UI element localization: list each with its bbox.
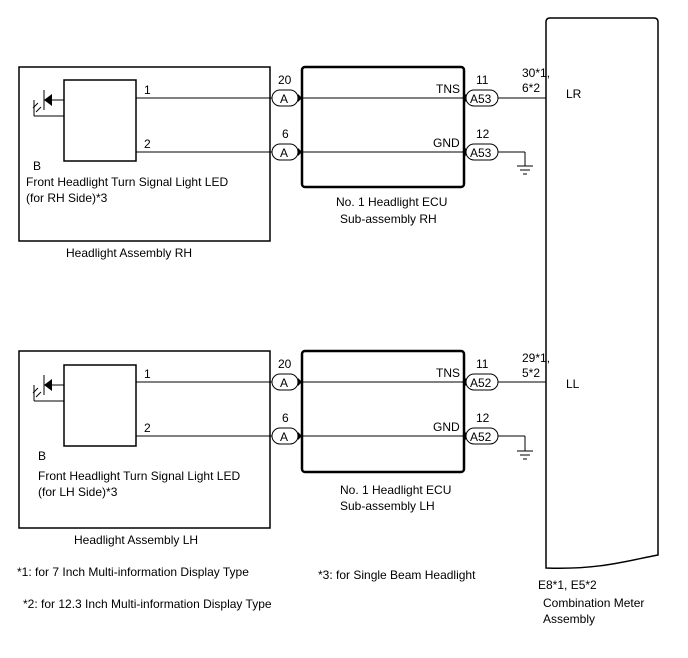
meter-pin-line-2: 5*2 <box>522 366 540 380</box>
led-label-line-1: Front Headlight Turn Signal Light LED <box>38 469 240 483</box>
ground-icon <box>498 435 533 460</box>
ecu-out-pin-11-label: 11 <box>476 73 489 87</box>
connector-out-label: A53 <box>470 92 492 106</box>
ecu-out-pin-11-label: 11 <box>476 357 489 371</box>
connector-a-label: A <box>280 376 288 390</box>
headlight-assembly-lh-box <box>18 350 271 529</box>
led-icon <box>32 90 64 117</box>
headlight-ecu-lh-box <box>300 349 466 474</box>
meter-pin-line-1: 30*1, <box>522 66 550 80</box>
ground-icon <box>498 151 533 175</box>
meter-pin-line-2: 6*2 <box>522 81 540 95</box>
led-module-rh <box>63 79 137 162</box>
led-label-line-2: (for LH Side)*3 <box>38 485 118 499</box>
conn-a-pin-6-label: 6 <box>282 411 289 425</box>
led-icon <box>32 375 64 402</box>
pin-2-label: 2 <box>144 421 151 435</box>
meter-name-line-2: Assembly <box>543 612 595 626</box>
footnote-3: *3: for Single Beam Headlight <box>318 568 476 582</box>
conn-a-pin-6-label: 6 <box>282 127 289 141</box>
pin-2-label: 2 <box>144 137 151 151</box>
ecu-out-pin-12-label: 12 <box>476 411 490 425</box>
combination-meter-box <box>545 17 659 570</box>
connector-out-label: A52 <box>470 376 492 390</box>
rh-section: 1 2 A 20 A 6 TNS GND A53 11 A53 12 30*1,… <box>18 65 582 260</box>
headlight-ecu-rh-box <box>300 65 466 189</box>
connector-a-label: A <box>280 146 288 160</box>
tns-label: TNS <box>436 82 460 96</box>
connector-a-label: A <box>280 430 288 444</box>
meter-terminal-ll: LL <box>566 377 580 391</box>
connector-out-label: A52 <box>470 430 492 444</box>
ecu-label-line-2: Sub-assembly LH <box>340 499 435 513</box>
gnd-label: GND <box>433 136 460 150</box>
footnote-2: *2: for 12.3 Inch Multi-information Disp… <box>23 597 272 611</box>
connector-a-label: A <box>280 92 288 106</box>
lh-section: 1 2 A 20 A 6 TNS GND A52 11 A52 12 29*1,… <box>18 349 580 547</box>
ecu-label-line-1: No. 1 Headlight ECU <box>340 483 451 497</box>
ecu-label-line-1: No. 1 Headlight ECU <box>336 195 447 209</box>
connector-out-label: A53 <box>470 146 492 160</box>
b-label: B <box>33 159 41 173</box>
conn-a-pin-20-label: 20 <box>278 73 292 87</box>
ecu-label-line-2: Sub-assembly RH <box>340 212 437 226</box>
pin-1-label: 1 <box>144 83 151 97</box>
ecu-out-pin-12-label: 12 <box>476 127 490 141</box>
led-label-line-1: Front Headlight Turn Signal Light LED <box>26 175 228 189</box>
meter-connector-label: E8*1, E5*2 <box>538 578 597 592</box>
tns-label: TNS <box>436 366 460 380</box>
meter-pin-line-1: 29*1, <box>522 351 550 365</box>
meter-name-line-1: Combination Meter <box>543 596 644 610</box>
headlight-assembly-label: Headlight Assembly LH <box>74 533 198 547</box>
pin-1-label: 1 <box>144 367 151 381</box>
conn-a-pin-20-label: 20 <box>278 357 292 371</box>
led-module-lh <box>63 364 137 447</box>
footnote-1: *1: for 7 Inch Multi-information Display… <box>17 565 249 579</box>
headlight-assembly-rh-box <box>18 66 271 242</box>
led-label-line-2: (for RH Side)*3 <box>26 191 108 205</box>
headlight-assembly-label: Headlight Assembly RH <box>66 246 192 260</box>
b-label: B <box>38 449 46 463</box>
meter-terminal-lr: LR <box>566 87 582 101</box>
gnd-label: GND <box>433 420 460 434</box>
